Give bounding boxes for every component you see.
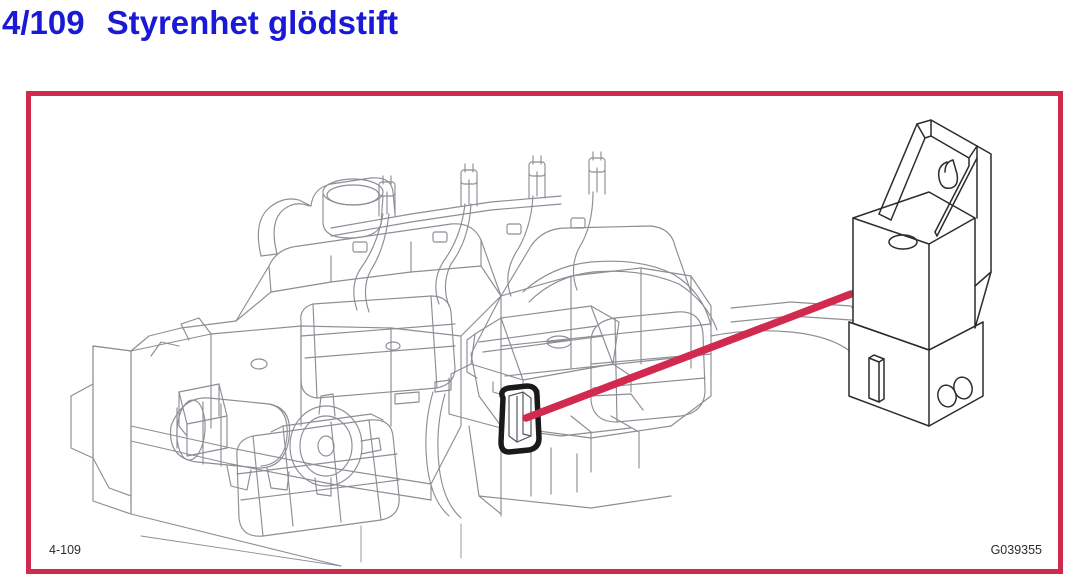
- figure-reference-label: G039355: [990, 543, 1042, 557]
- glow-plug-control-unit-detail: [848, 119, 992, 427]
- page-title-text: Styrenhet glödstift: [106, 4, 399, 41]
- figure-frame: 4-109 G039355: [26, 91, 1063, 574]
- highlighted-component-on-engine: [498, 383, 542, 455]
- engine-drawing: [70, 151, 862, 567]
- figure-illustration: [70, 119, 992, 567]
- figure-page-label: 4-109: [49, 543, 81, 557]
- page-title: 4/109 Styrenhet glödstift: [2, 4, 398, 42]
- page-title-number: 4/109: [2, 4, 85, 41]
- leader-line: [522, 290, 855, 422]
